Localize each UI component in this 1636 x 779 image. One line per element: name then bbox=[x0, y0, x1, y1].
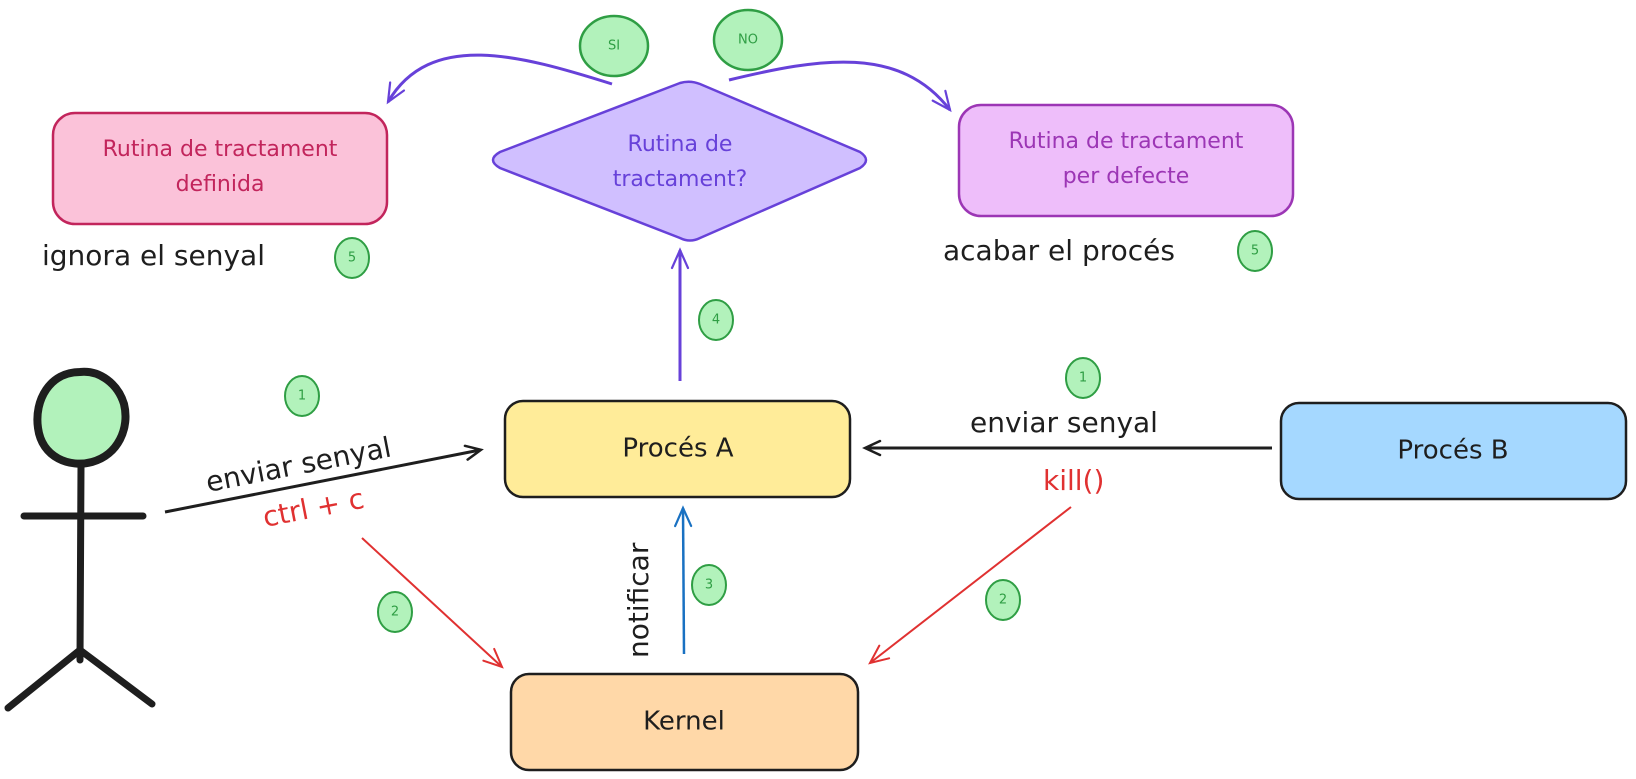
ignore-signal-annotation: ignora el senyal bbox=[42, 239, 265, 272]
svg-text:SI: SI bbox=[608, 39, 620, 54]
procb-send-signal-label: enviar senyal bbox=[970, 406, 1158, 439]
yes-arrow bbox=[386, 53, 613, 105]
process-a-box: Procés A bbox=[503, 399, 852, 499]
kernel-label: Kernel bbox=[643, 707, 725, 737]
badge-step5-end: 5 bbox=[1237, 230, 1273, 272]
badge-no: NO bbox=[712, 8, 784, 72]
svg-text:5: 5 bbox=[348, 251, 356, 266]
svg-text:4: 4 bbox=[712, 313, 720, 328]
decision-line1: Rutina de bbox=[628, 132, 733, 157]
badge-step3: 3 bbox=[691, 564, 727, 606]
badge-step1-user: 1 bbox=[284, 375, 320, 417]
badge-step2-user: 2 bbox=[377, 591, 413, 633]
user-to-kernel-arrow bbox=[361, 537, 504, 669]
default-routine-line1: Rutina de tractament bbox=[1009, 129, 1244, 154]
svg-text:2: 2 bbox=[999, 593, 1007, 608]
defined-routine-box: Rutina de tractament definida bbox=[51, 111, 389, 226]
process-a-label: Procés A bbox=[622, 434, 733, 464]
badge-step1-procb: 1 bbox=[1065, 357, 1101, 399]
svg-text:NO: NO bbox=[738, 33, 758, 48]
badge-step5-ignore: 5 bbox=[334, 237, 370, 279]
process-b-box: Procés B bbox=[1279, 401, 1628, 501]
svg-text:2: 2 bbox=[391, 605, 399, 620]
decision-diamond: Rutina de tractament? bbox=[491, 80, 868, 242]
svg-text:1: 1 bbox=[298, 389, 306, 404]
svg-text:5: 5 bbox=[1251, 244, 1259, 259]
notify-arrow bbox=[674, 505, 693, 655]
no-arrow bbox=[728, 60, 952, 113]
badge-step2-procb: 2 bbox=[985, 579, 1021, 621]
defined-routine-line2: definida bbox=[176, 172, 265, 197]
default-routine-line2: per defecte bbox=[1063, 164, 1190, 189]
svg-text:1: 1 bbox=[1079, 371, 1087, 386]
end-process-annotation: acabar el procés bbox=[943, 234, 1175, 267]
defined-routine-line1: Rutina de tractament bbox=[103, 137, 338, 162]
user-send-signal-label: enviar senyal bbox=[203, 431, 394, 499]
procb-to-kernel-arrow bbox=[868, 506, 1072, 665]
default-routine-box: Rutina de tractament per defecte bbox=[957, 103, 1295, 218]
user-signal-arrow bbox=[164, 444, 484, 514]
svg-text:3: 3 bbox=[705, 578, 713, 593]
badge-step4: 4 bbox=[698, 299, 734, 341]
notify-label: notificar bbox=[622, 542, 655, 658]
badge-yes: SI bbox=[578, 14, 650, 78]
process-b-label: Procés B bbox=[1397, 436, 1508, 466]
decision-line2: tractament? bbox=[613, 167, 748, 192]
kernel-box: Kernel bbox=[509, 672, 860, 772]
user-actor-icon bbox=[4, 367, 156, 712]
kill-label: kill() bbox=[1043, 464, 1104, 497]
